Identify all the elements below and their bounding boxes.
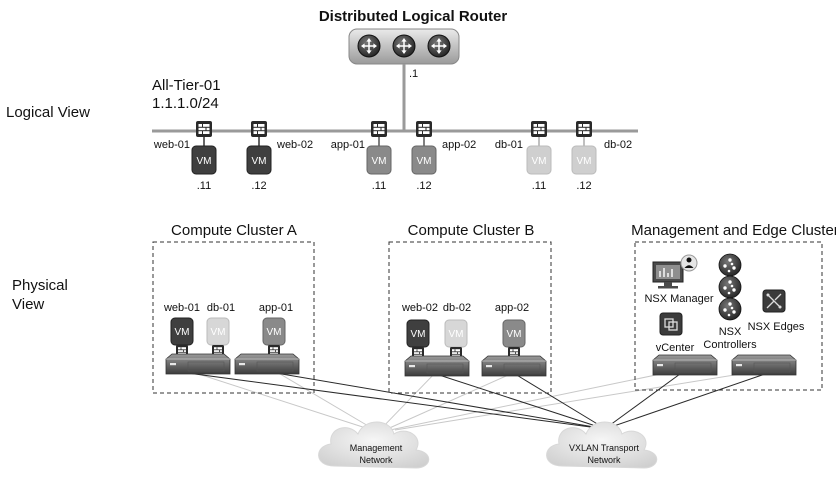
management-network-cloud: Management Network — [318, 421, 430, 469]
vm-name: web-01 — [153, 139, 190, 151]
vm-name: web-01 — [163, 302, 200, 314]
vm-name: db-02 — [604, 139, 632, 151]
vcenter-label: vCenter — [656, 342, 695, 354]
physical-view-label-line1: Physical — [12, 277, 68, 294]
vcenter-icon — [659, 312, 683, 336]
vm-ip: .12 — [416, 180, 431, 192]
logical-vm-app-02: VM app-02 .12 — [411, 120, 476, 192]
diagram-title: Distributed Logical Router — [319, 8, 508, 25]
vm-name: app-02 — [442, 139, 476, 151]
cluster-title: Compute Cluster A — [171, 222, 297, 239]
network-label-line1: VXLAN Transport — [569, 443, 640, 453]
logical-vm-db-02: VM db-02 .12 — [571, 120, 632, 192]
vm-label: VM — [211, 327, 226, 338]
compute-cluster-a: Compute Cluster A web-01 db-01 app-01 VM… — [152, 222, 315, 394]
vm-label: VM — [197, 156, 212, 167]
nsx-edges-icon — [762, 289, 786, 313]
nsx-controller-icon — [718, 275, 742, 299]
vm-label: VM — [577, 156, 592, 167]
logical-vm-web-01: VM web-01 .11 — [153, 120, 217, 192]
vm-label: VM — [252, 156, 267, 167]
vm-name: web-02 — [276, 139, 313, 151]
segment-name: All-Tier-01 — [152, 77, 221, 94]
host-server-icon — [234, 353, 300, 375]
vm-ip: .11 — [532, 180, 546, 192]
vm-name: db-01 — [495, 139, 523, 151]
vm-name: db-02 — [443, 302, 471, 314]
firewall-icon — [575, 120, 593, 138]
firewall-icon — [250, 120, 268, 138]
host-server-icon — [165, 353, 231, 375]
nsx-edges-label: NSX Edges — [748, 321, 805, 333]
logical-vm-web-02: VM web-02 .12 — [246, 120, 313, 192]
vm-label: VM — [411, 329, 426, 340]
logical-vm-db-01: VM db-01 .11 — [495, 120, 552, 192]
firewall-icon — [530, 120, 548, 138]
segment-subnet: 1.1.1.0/24 — [152, 95, 219, 112]
nsx-controllers-label-line1: NSX — [719, 326, 742, 338]
logical-vm-app-01: VM app-01 .11 — [331, 120, 392, 192]
firewall-icon — [370, 120, 388, 138]
network-label-line2: Network — [359, 455, 393, 465]
management-edge-cluster: Management and Edge Cluster NSX Manager … — [631, 222, 836, 391]
compute-cluster-b: Compute Cluster B web-02 db-02 app-02 VM… — [388, 222, 552, 394]
vm-label: VM — [532, 156, 547, 167]
router-ip: .1 — [409, 68, 418, 80]
cluster-title: Compute Cluster B — [408, 222, 535, 239]
vm-ip: .11 — [197, 180, 211, 192]
router-icon — [427, 34, 451, 58]
nsx-controller-icon — [718, 253, 742, 277]
logical-view-label: Logical View — [6, 104, 90, 121]
vm-label: VM — [507, 329, 522, 340]
vm-label: VM — [372, 156, 387, 167]
vm-label: VM — [417, 156, 432, 167]
vm-name: web-02 — [401, 302, 438, 314]
vm-label: VM — [175, 327, 190, 338]
host-server-icon — [481, 355, 547, 377]
vm-name: app-01 — [259, 302, 293, 314]
vm-label: VM — [449, 329, 464, 340]
router-icon — [357, 34, 381, 58]
network-label-line1: Management — [350, 443, 403, 453]
vm-ip: .11 — [372, 180, 386, 192]
firewall-icon — [415, 120, 433, 138]
router-icon — [392, 34, 416, 58]
vm-name: db-01 — [207, 302, 235, 314]
firewall-icon — [195, 120, 213, 138]
vxlan-transport-network-cloud: VXLAN Transport Network — [546, 421, 658, 469]
vm-name: app-02 — [495, 302, 529, 314]
cluster-title: Management and Edge Cluster — [631, 222, 836, 239]
vm-ip: .12 — [251, 180, 266, 192]
host-server-icon — [404, 355, 470, 377]
distributed-logical-router — [348, 28, 460, 65]
host-server-icon — [731, 354, 797, 376]
vm-label: VM — [267, 327, 282, 338]
host-server-icon — [652, 354, 718, 376]
nsx-controllers-label-line2: Controllers — [703, 339, 757, 351]
physical-view-label-line2: View — [12, 296, 44, 313]
nsx-manager-icon — [652, 254, 698, 289]
nsx-controller-icon — [718, 297, 742, 321]
vm-ip: .12 — [576, 180, 591, 192]
nsx-manager-label: NSX Manager — [644, 293, 713, 305]
network-label-line2: Network — [587, 455, 621, 465]
network-links — [179, 367, 766, 431]
vm-name: app-01 — [331, 139, 365, 151]
